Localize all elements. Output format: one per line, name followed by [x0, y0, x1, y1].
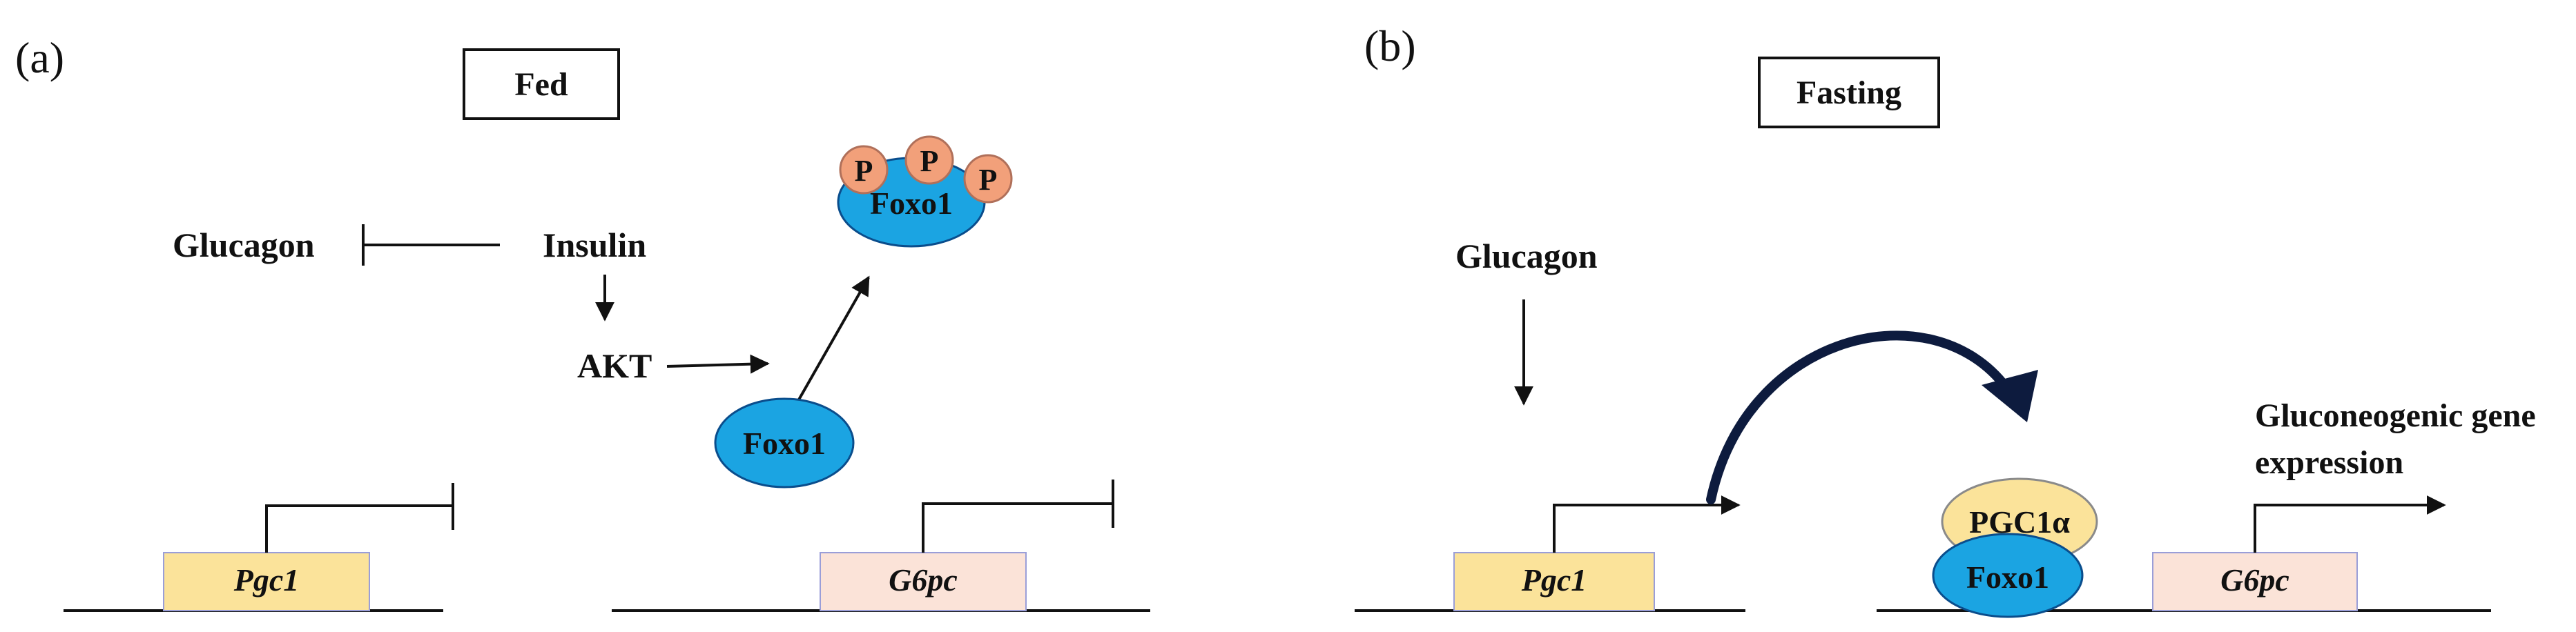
pgc1-gene-box-b: Pgc1 [1453, 552, 1655, 611]
glucagon-label-b: Glucagon [1455, 237, 1598, 275]
panel-b-letter: (b) [1364, 21, 1416, 70]
phosphorylated-foxo1: P P P Foxo1 [837, 135, 1013, 248]
foxo1-label-a: Foxo1 [743, 426, 826, 461]
fed-condition-box: Fed [463, 48, 620, 120]
foxo1-bound: Foxo1 [1932, 533, 2084, 618]
panel-a-letter: (a) [15, 33, 64, 82]
fasting-condition-label: Fasting [1797, 75, 1901, 111]
g6pc-gene-label-a: G6pc [889, 562, 958, 598]
akt-to-foxo1-arrow [666, 354, 770, 374]
phosphate-circle [904, 135, 954, 185]
phosphate-label: P [979, 163, 998, 197]
g6pc-transcription-blocked [922, 502, 1113, 553]
phosphate-circle [839, 145, 889, 195]
insulin-label: Insulin [543, 226, 646, 264]
phospho-foxo1-label: Foxo1 [870, 186, 953, 221]
foxo1-phosphorylation-arrow [794, 275, 870, 406]
panel-b: (b) Fasting Glucagon Pgc1 PGC1α Foxo1 [1355, 21, 2536, 618]
output-label-line1: Gluconeogenic gene [2255, 397, 2536, 434]
fasting-condition-box: Fasting [1758, 57, 1940, 128]
phosphate-label: P [855, 154, 873, 188]
pgc1-gene-label-b: Pgc1 [1521, 562, 1587, 598]
foxo1-label-b: Foxo1 [1966, 560, 2049, 595]
akt-label: AKT [577, 346, 652, 385]
phosphate-circle [963, 154, 1013, 204]
fed-condition-label: Fed [514, 66, 568, 103]
g6pc-gene-label-b: G6pc [2220, 562, 2289, 598]
pgc1-gene-label-a: Pgc1 [233, 562, 300, 598]
pgc1a-induction-curved-arrow [1706, 330, 2011, 504]
pgc1-gene-box-a: Pgc1 [163, 552, 370, 611]
foxo1-unphosphorylated: Foxo1 [714, 397, 855, 488]
g6pc-gene-box-a: G6pc [820, 552, 1027, 611]
g6pc-transcription-arrow [2254, 495, 2446, 553]
pgc1-transcription-arrow [1553, 495, 1741, 553]
glucagon-label-a: Glucagon [173, 226, 315, 264]
phosphate-label: P [920, 144, 939, 178]
g6pc-gene-box-b: G6pc [2152, 552, 2358, 611]
curved-arrow-head [1982, 370, 2038, 422]
panel-a: (a) Fed Glucagon Insulin AKT P P P Foxo1… [15, 33, 1150, 612]
pgc1-transcription-blocked [265, 504, 453, 553]
output-label-line2: expression [2255, 444, 2403, 481]
